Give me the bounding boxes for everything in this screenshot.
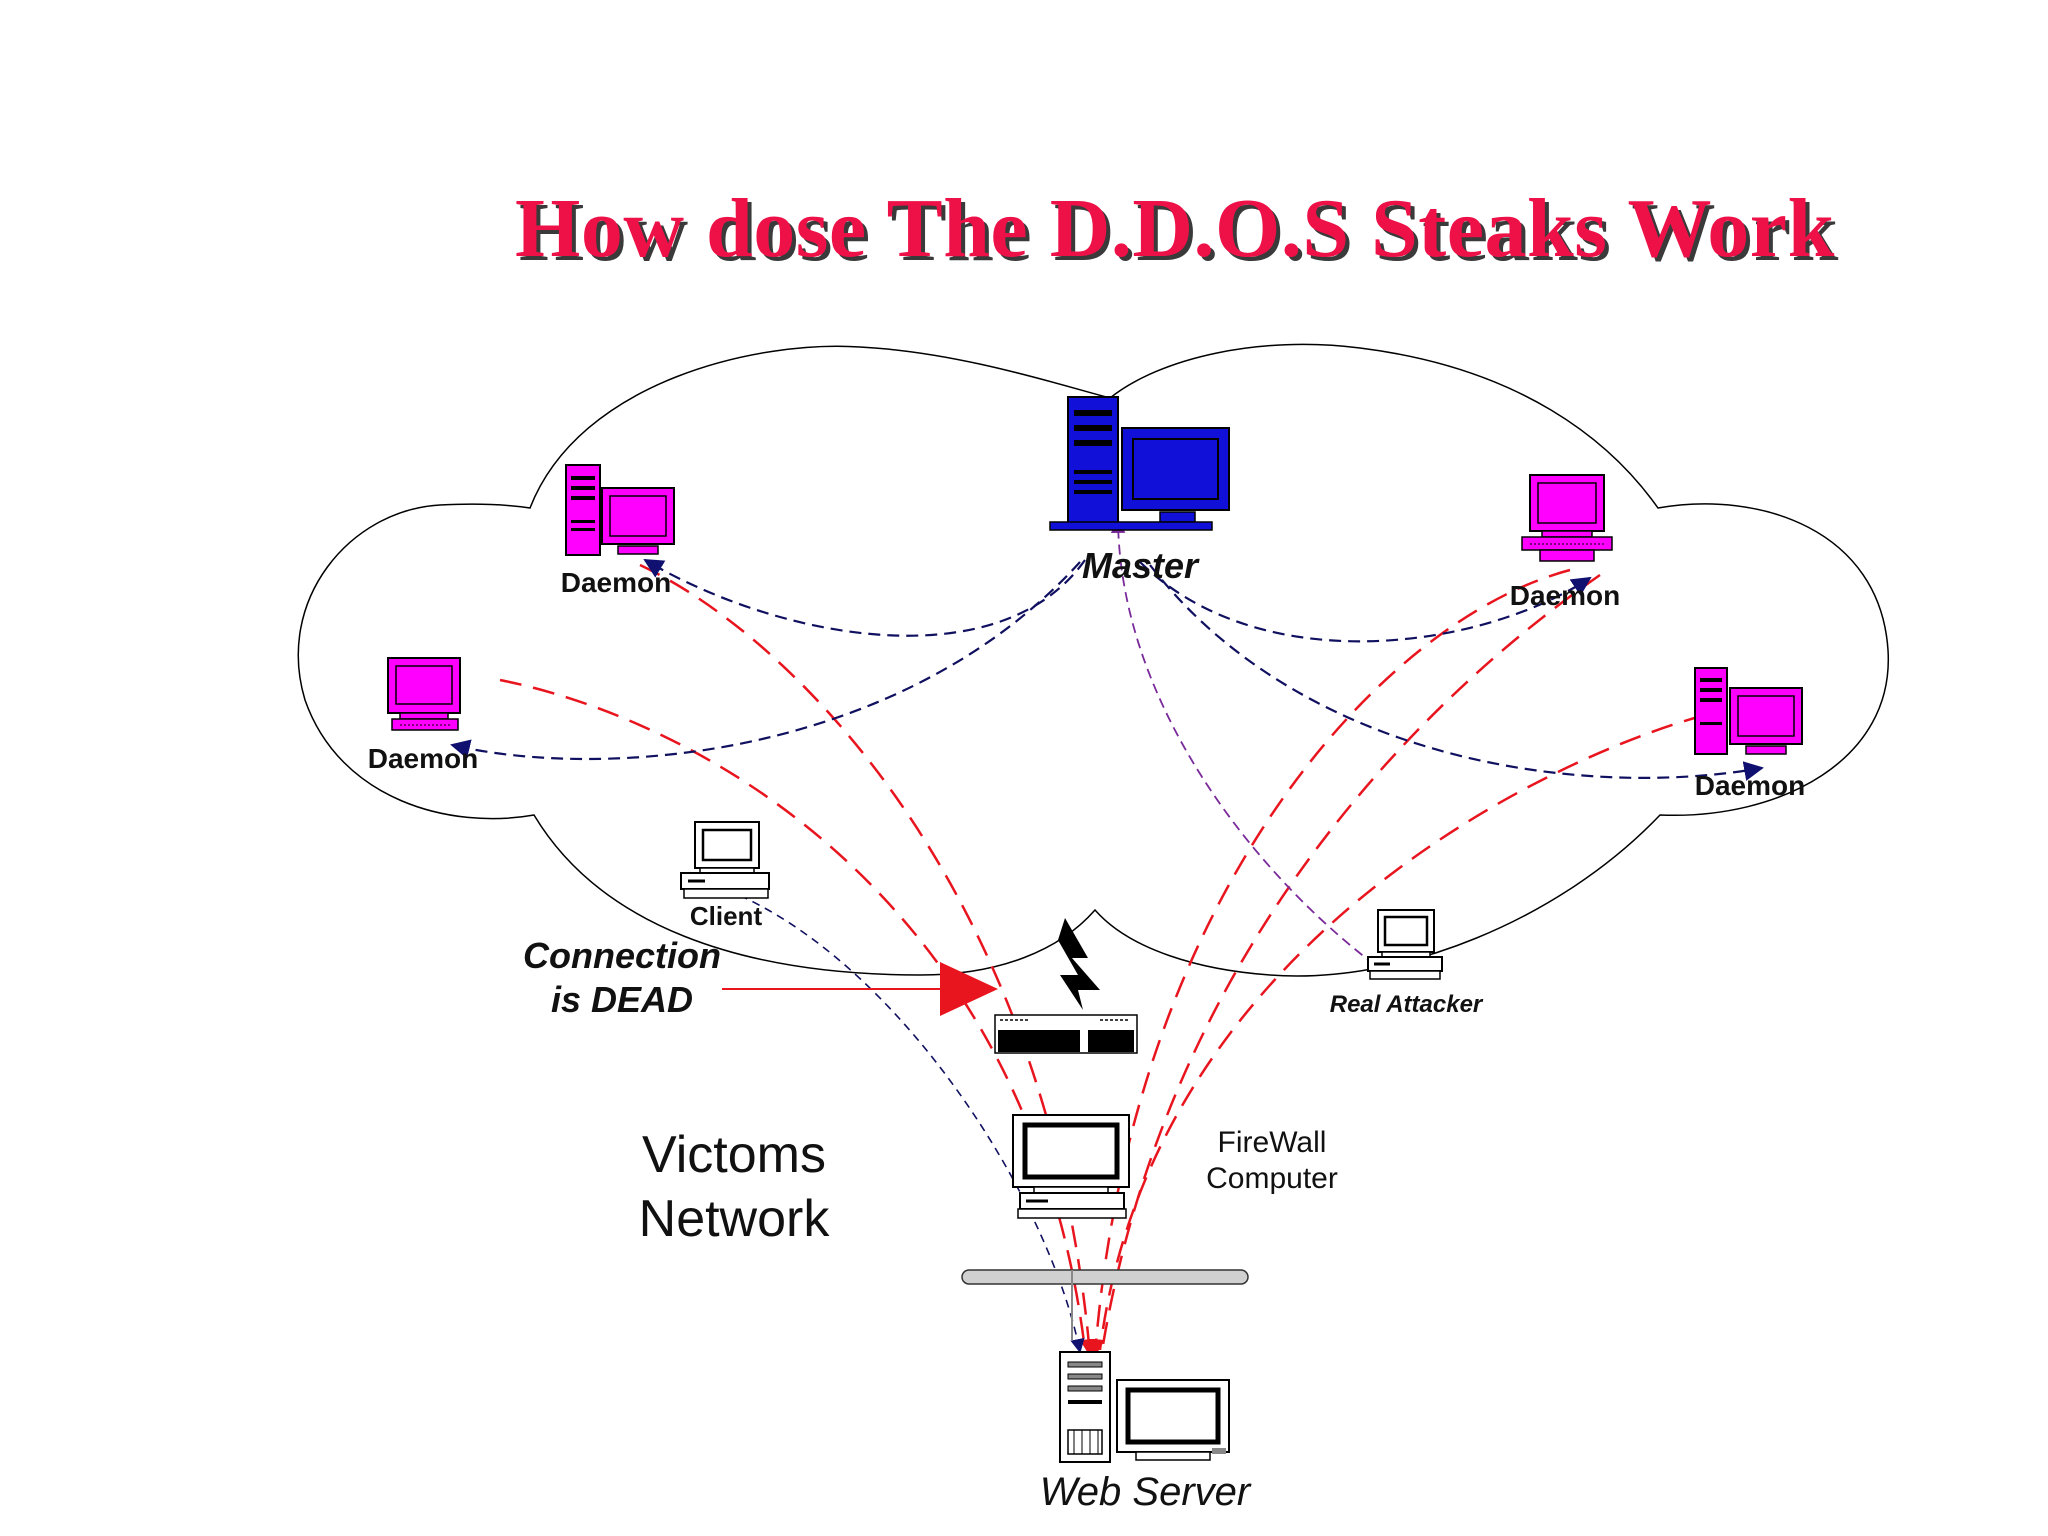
firewall-label-line2: Computer bbox=[1206, 1162, 1338, 1195]
daemon-right-label: Daemon bbox=[1695, 770, 1805, 801]
firewall-label-line1: FireWall bbox=[1218, 1126, 1327, 1159]
web-server-label: Web Server bbox=[1040, 1470, 1252, 1514]
router-device-icon bbox=[994, 1014, 1138, 1054]
attacker-line bbox=[1110, 518, 1376, 966]
victims-network-line2: Network bbox=[639, 1190, 831, 1248]
connection-dead-line1: Connection bbox=[523, 935, 721, 976]
network-bus bbox=[961, 1269, 1249, 1340]
lightning-icon bbox=[1058, 918, 1100, 1010]
victims-network-line1: Victoms bbox=[642, 1126, 826, 1184]
daemon-top-left-label: Daemon bbox=[561, 567, 671, 598]
daemon-right-computer-icon bbox=[1694, 667, 1803, 755]
control-lines bbox=[450, 558, 1764, 1354]
connection-dead-line2: is DEAD bbox=[551, 979, 693, 1020]
web-server-icon bbox=[1059, 1351, 1230, 1463]
master-label: Master bbox=[1082, 545, 1200, 586]
client-computer-icon bbox=[680, 821, 770, 899]
real-attacker-label: Real Attacker bbox=[1330, 991, 1484, 1018]
daemon-top-right-label: Daemon bbox=[1510, 580, 1620, 611]
client-label: Client bbox=[690, 901, 763, 931]
dead-connection-arrow bbox=[722, 962, 998, 1016]
daemon-left-computer-icon bbox=[387, 657, 461, 731]
slide-title: How dose The D.D.O.S Steaks Work bbox=[515, 182, 1835, 275]
firewall-computer-icon bbox=[1012, 1114, 1130, 1219]
daemon-top-right-computer-icon bbox=[1521, 474, 1613, 562]
master-computer-icon bbox=[1049, 396, 1230, 531]
daemon-left-label: Daemon bbox=[368, 743, 478, 774]
daemon-top-left-computer-icon bbox=[565, 464, 675, 556]
real-attacker-computer-icon bbox=[1367, 909, 1443, 980]
